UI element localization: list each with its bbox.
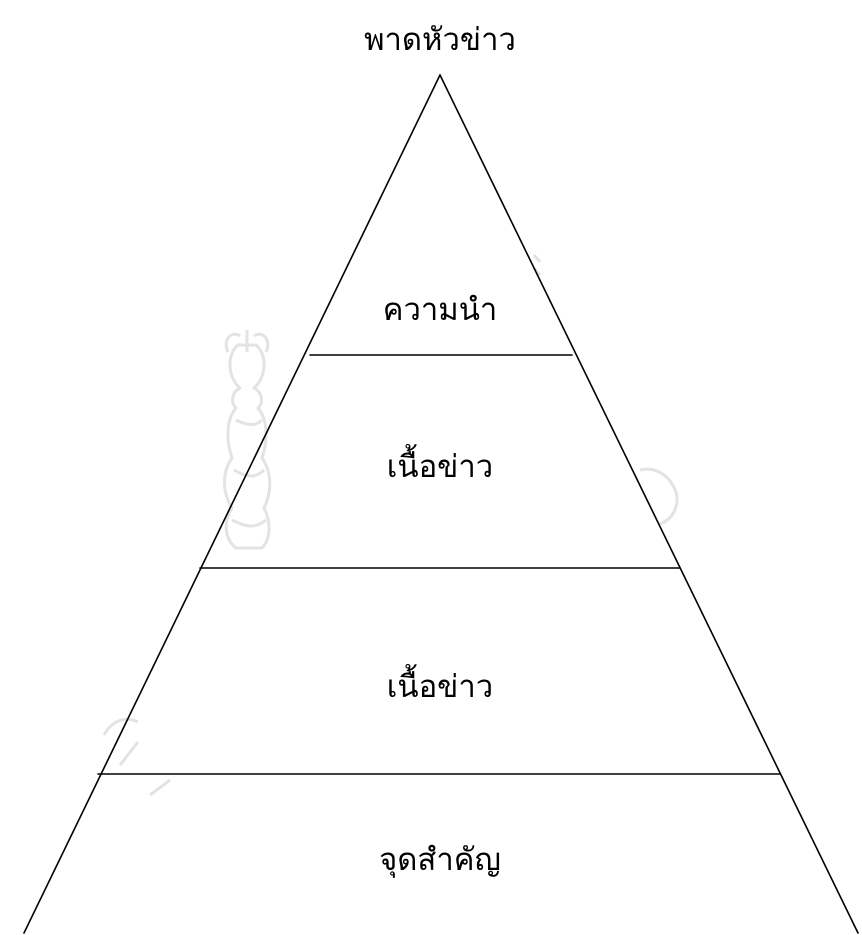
section-label-body-2: เนื้อข่าว — [387, 664, 493, 705]
pyramid-outline — [23, 74, 859, 934]
section-label-key-point: จุดสำคัญ — [379, 842, 501, 879]
pyramid-left-edge — [23, 74, 441, 934]
section-label-lead: ความนำ — [383, 292, 498, 328]
watermark-emblem — [102, 254, 679, 797]
pyramid-right-edge — [439, 74, 859, 934]
apex-label: พาดหัวข่าว — [364, 22, 516, 58]
section-label-body-1: เนื้อข่าว — [387, 444, 493, 485]
